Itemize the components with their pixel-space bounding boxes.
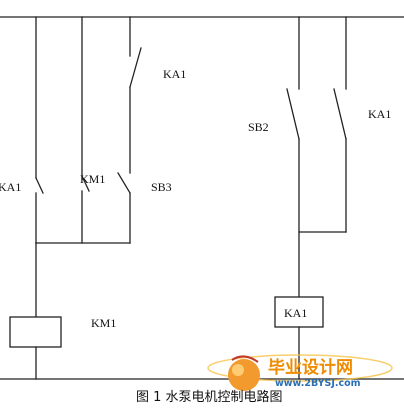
watermark-text: 毕业设计网: [268, 357, 353, 378]
label-sb3: SB3: [151, 180, 172, 194]
label-ka1-left: KA1: [0, 180, 21, 194]
branch-ka1-right: [298, 16, 347, 233]
branch-sb2: [286, 16, 300, 298]
branch-km1-contact: [81, 16, 90, 244]
label-sb2: SB2: [248, 120, 269, 134]
sb3-contact-blade: [117, 172, 131, 194]
branch-ka1-sb3: [117, 16, 142, 244]
km1-contact-blade: [81, 175, 90, 192]
label-km1-coil: KM1: [91, 316, 116, 330]
branch-ka1-left: [35, 16, 44, 244]
ka1-coil: [274, 296, 324, 328]
watermark: 毕业设计网 www.2BYSJ.com: [207, 354, 393, 391]
label-ka1-right: KA1: [368, 107, 391, 121]
watermark-swoosh: [207, 354, 393, 382]
sb2-contact-blade: [286, 88, 300, 140]
ka1-left-contact-blade: [35, 177, 44, 194]
figure-caption: 图 1 水泵电机控制电路图: [136, 389, 283, 405]
label-ka1-top: KA1: [163, 67, 186, 81]
watermark-logo-icon: [228, 355, 260, 391]
km1-coil: [9, 316, 62, 348]
ka1-top-contact-blade: [129, 47, 142, 88]
ka1-right-contact-blade: [333, 88, 347, 140]
label-km1-contact: KM1: [80, 172, 105, 186]
label-ka1-coil: KA1: [284, 306, 307, 320]
watermark-url: www.2BYSJ.com: [275, 378, 361, 389]
